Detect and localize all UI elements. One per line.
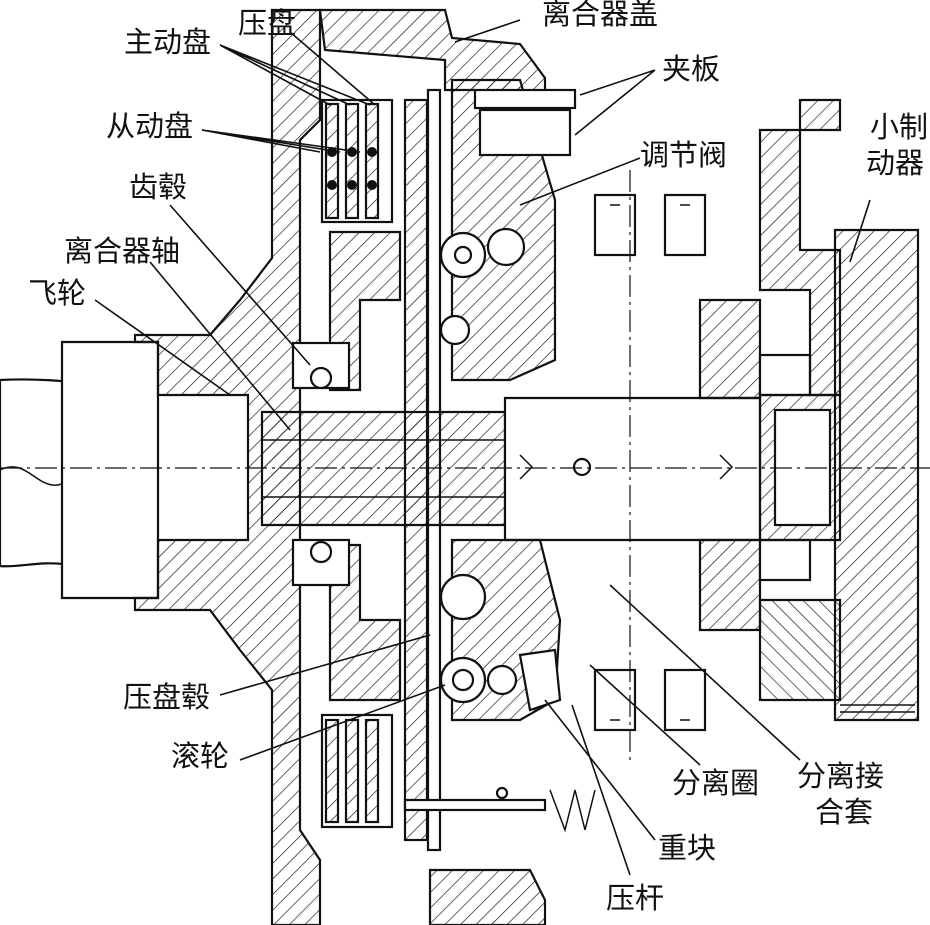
label-pressure-plate-hub: 压盘毂 (123, 680, 210, 714)
label-small-brake-2: 动器 (866, 146, 924, 180)
label-weight: 重块 (658, 831, 716, 865)
label-release-ring: 分离圈 (672, 766, 759, 800)
flywheel (60, 8, 322, 925)
label-release-sleeve-1: 分离接 (797, 759, 884, 793)
leader-lines (94, 19, 871, 876)
label-release-sleeve-2: 合套 (815, 795, 873, 829)
gear-hub (291, 230, 402, 702)
label-small-brake-1: 小制 (870, 110, 928, 144)
label-driven-plate: 从动盘 (106, 109, 193, 143)
return-spring (403, 786, 596, 833)
friction-discs-bottom (320, 713, 394, 829)
engine-shaft (0, 378, 72, 568)
label-pressure-plate: 压盘 (238, 6, 296, 40)
small-brake (758, 98, 920, 722)
clutch-shaft (260, 396, 762, 542)
label-gear-hub: 齿毂 (129, 170, 187, 204)
release-lever-upper (439, 78, 577, 382)
label-flywheel: 飞轮 (28, 276, 86, 310)
centerlines (0, 170, 930, 760)
friction-discs-top (320, 98, 394, 224)
release-lever-lower (439, 538, 562, 722)
label-adjusting-valve: 调节阀 (640, 138, 727, 172)
label-roller: 滚轮 (171, 739, 229, 773)
label-clamp-plate: 夹板 (662, 52, 720, 86)
label-clutch-cover: 离合器盖 (542, 0, 658, 31)
release-ring (593, 193, 707, 732)
label-drive-plate: 主动盘 (124, 25, 211, 59)
label-clutch-shaft: 离合器轴 (64, 234, 180, 268)
labels: 压盘 离合器盖 主动盘 夹板 从动盘 调节阀 齿毂 小制 动器 离合器轴 飞轮 … (28, 0, 928, 915)
label-pressure-lever: 压杆 (606, 881, 664, 915)
